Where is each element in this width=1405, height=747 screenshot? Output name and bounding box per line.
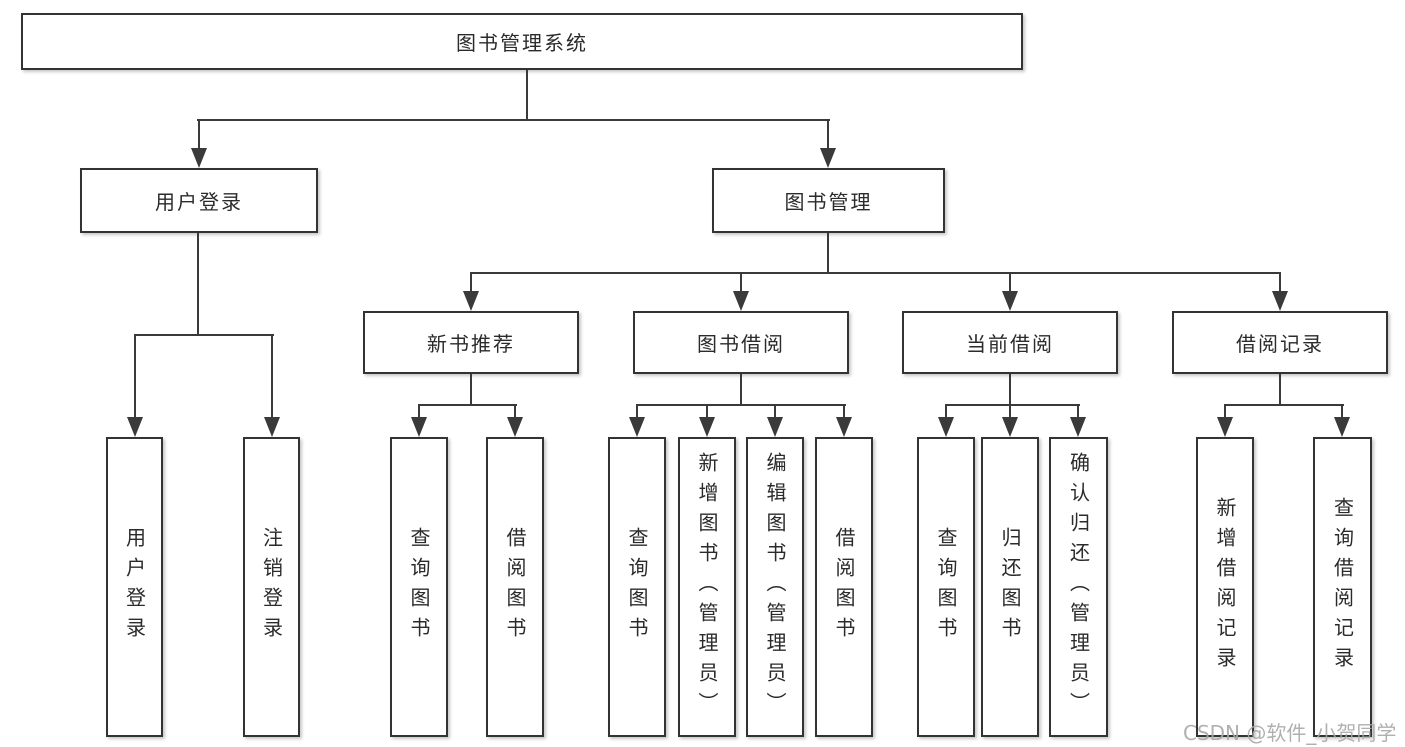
connector-line [1009,374,1011,406]
arrow-down-icon [1070,406,1086,437]
node-library-system: 图书管理系统 [21,13,1023,70]
connector-line [470,374,472,406]
node-user-login-label: 用户登录 [155,190,243,214]
node-current-borrowing: 当前借阅 [902,311,1118,374]
leaf-confirm-return-admin: 确认归还（管理员） [1049,437,1108,737]
leaf-borrow-books: 借阅图书 [815,437,873,737]
arrow-down-icon [264,336,280,437]
connector-line [418,404,517,406]
leaf-user-login: 用户登录 [106,437,163,737]
connector-line [134,334,274,336]
node-new-book-recommend: 新书推荐 [363,311,579,374]
node-borrowing-records: 借阅记录 [1172,311,1388,374]
arrow-down-icon [699,406,715,437]
leaf-logout-label: 注销登录 [259,527,284,647]
watermark: CSDN @软件_小贺同学 [1183,721,1397,745]
connector-line [636,404,846,406]
connector-line [526,70,528,120]
connector-line [197,233,199,335]
connector-line [945,404,1080,406]
node-user-login: 用户登录 [80,168,318,233]
node-library-system-label: 图书管理系统 [456,31,588,55]
arrow-down-icon [1272,274,1288,311]
node-new-book-recommend-label: 新书推荐 [427,332,515,356]
arrow-down-icon [836,406,852,437]
node-book-borrowing-label: 图书借阅 [697,332,785,356]
leaf-query-books-borrowing-label: 查询图书 [625,527,649,647]
leaf-return-books-label: 归还图书 [998,527,1022,647]
leaf-add-books-admin: 新增图书（管理员） [678,437,736,737]
leaf-query-books-borrowing: 查询图书 [608,437,666,737]
leaf-borrow-books-label: 借阅图书 [832,527,856,647]
leaf-query-books-current: 查询图书 [917,437,975,737]
arrow-down-icon [733,274,749,311]
connector-line [197,119,830,121]
arrow-down-icon [127,336,143,437]
node-borrowing-records-label: 借阅记录 [1236,332,1324,356]
leaf-add-books-admin-label: 新增图书（管理员） [695,452,719,722]
connector-line [827,233,829,274]
leaf-query-books-recommend-label: 查询图书 [407,527,431,647]
node-book-borrowing: 图书借阅 [633,311,849,374]
leaf-borrow-books-recommend-label: 借阅图书 [503,527,527,647]
leaf-query-borrow-record: 查询借阅记录 [1313,437,1372,737]
leaf-add-borrow-record-label: 新增借阅记录 [1213,497,1237,677]
node-book-management-label: 图书管理 [784,190,873,214]
arrow-down-icon [1002,274,1018,311]
arrow-down-icon [191,121,207,168]
node-current-borrowing-label: 当前借阅 [966,332,1054,356]
leaf-edit-books-admin-label: 编辑图书（管理员） [763,452,787,722]
arrow-down-icon [1334,406,1350,437]
arrow-down-icon [820,121,836,168]
connector-line [470,272,1281,274]
leaf-confirm-return-admin-label: 确认归还（管理员） [1066,452,1091,722]
leaf-user-login-label: 用户登录 [122,527,147,647]
arrow-down-icon [507,406,523,437]
arrow-down-icon [1217,406,1233,437]
arrow-down-icon [938,406,954,437]
leaf-edit-books-admin: 编辑图书（管理员） [746,437,804,737]
arrow-down-icon [411,406,427,437]
leaf-query-books-recommend: 查询图书 [390,437,448,737]
connector-line [740,374,742,406]
connector-line [1224,404,1344,406]
leaf-query-borrow-record-label: 查询借阅记录 [1330,497,1355,677]
leaf-borrow-books-recommend: 借阅图书 [486,437,544,737]
arrow-down-icon [463,274,479,311]
arrow-down-icon [767,406,783,437]
leaf-query-books-current-label: 查询图书 [934,527,958,647]
leaf-add-borrow-record: 新增借阅记录 [1196,437,1254,737]
leaf-logout: 注销登录 [243,437,300,737]
arrow-down-icon [1002,406,1018,437]
arrow-down-icon [629,406,645,437]
connector-line [1279,374,1281,406]
node-book-management: 图书管理 [712,168,945,233]
leaf-return-books: 归还图书 [981,437,1039,737]
